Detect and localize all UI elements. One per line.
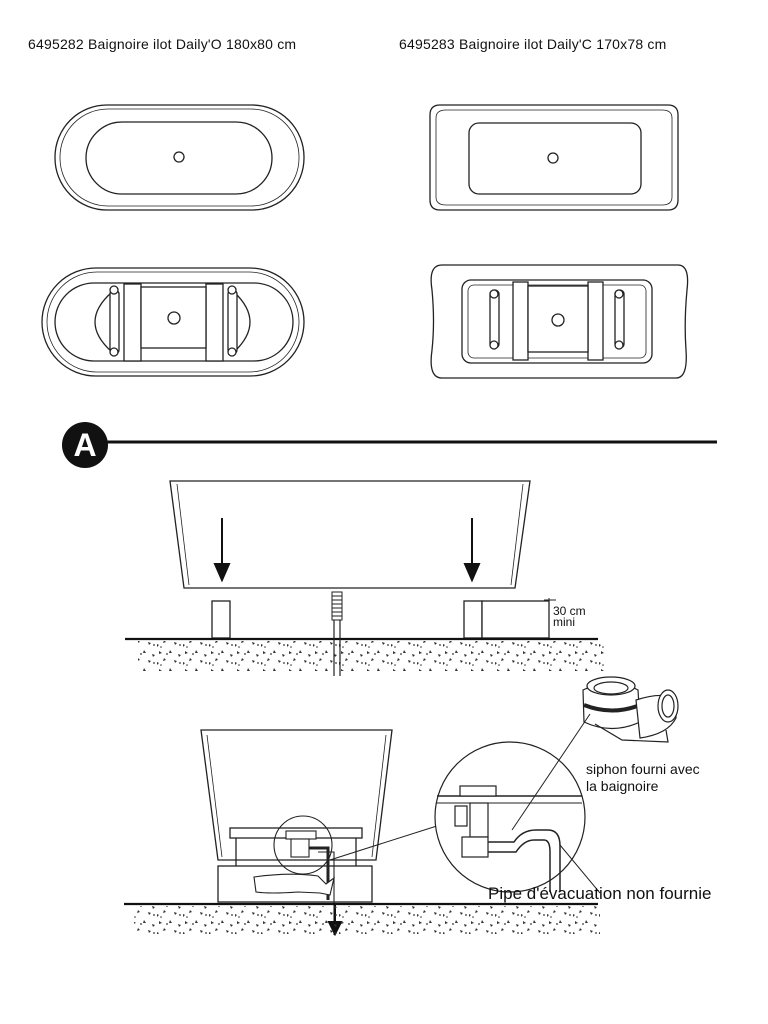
floor-upper xyxy=(125,620,604,676)
siphon-product-icon xyxy=(582,676,679,743)
floor-lower xyxy=(124,902,600,934)
support-blocks xyxy=(211,600,550,639)
title-bathtub-oval: 6495282 Baignoire ilot Daily'O 180x80 cm xyxy=(28,36,297,52)
down-arrow-left xyxy=(213,518,231,583)
oval-tub-underside-view xyxy=(41,267,305,377)
tub-side-view-placement xyxy=(169,480,531,589)
pipe-leader xyxy=(559,844,601,894)
rectangular-tub-underside-view xyxy=(430,264,689,379)
siphon-detail-magnifier xyxy=(434,741,586,893)
siphon-label-line1: siphon fourni avec xyxy=(586,761,700,777)
drain-coupling xyxy=(331,591,343,621)
pipe-label: Pipe d'évacuation non fournie xyxy=(488,884,712,903)
magnifier-leader xyxy=(329,824,441,861)
oval-tub-top-view xyxy=(54,104,305,211)
siphon-leader xyxy=(511,713,591,831)
section-a-badge: A xyxy=(62,422,108,468)
height-unit-label: mini xyxy=(553,615,576,629)
siphon-label-line2: la baignoire xyxy=(586,778,659,794)
height-value-label: 30 cm xyxy=(553,604,586,618)
title-bathtub-rectangular: 6495283 Baignoire ilot Daily'C 170x78 cm xyxy=(399,36,667,52)
hand-illustration xyxy=(253,873,335,896)
down-arrow-right xyxy=(463,518,481,583)
rectangular-tub-top-view xyxy=(429,104,679,211)
height-dimension xyxy=(544,598,556,639)
